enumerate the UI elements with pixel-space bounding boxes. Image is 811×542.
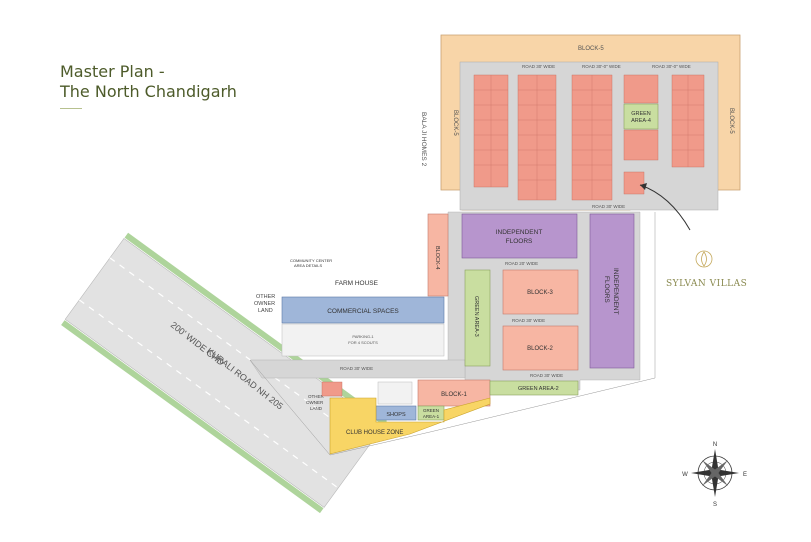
parking-label-a: PARKING-1 bbox=[352, 334, 374, 339]
commercial-spaces bbox=[281, 296, 445, 324]
block-3 bbox=[502, 269, 579, 315]
club-house-zone-label: CLUB HOUSE ZONE bbox=[346, 430, 403, 436]
page-title-line2: The North Chandigarh bbox=[60, 82, 237, 101]
block5-right-label: BLOCK-5 bbox=[728, 108, 734, 134]
green-area-1-label-a: GREEN bbox=[423, 408, 439, 413]
club-house-zone bbox=[329, 397, 491, 455]
road-20-label: ROAD 20' WIDE bbox=[505, 261, 538, 266]
parking bbox=[281, 323, 445, 357]
pointer-arrowhead bbox=[640, 183, 647, 190]
farm-house-label: FARM HOUSE bbox=[335, 280, 379, 287]
independent-floors-1-label-a: INDEPENDENT bbox=[496, 229, 543, 236]
community-center-label-a: COMMUNITY CENTER bbox=[290, 258, 332, 263]
community-center-label-b: AREA DETAILS bbox=[294, 263, 322, 268]
block-3-label: BLOCK-3 bbox=[527, 290, 553, 296]
compass-n: N bbox=[713, 442, 717, 448]
road-top-1: ROAD 30' WIDE bbox=[522, 64, 555, 69]
green-area-2 bbox=[489, 380, 579, 396]
road-bottom-villa: ROAD 30' WIDE bbox=[592, 204, 625, 209]
independent-floors-2 bbox=[589, 213, 635, 369]
plot-lines bbox=[474, 75, 704, 200]
other-owner-land-2-c: LAND bbox=[310, 406, 323, 411]
block-1-label: BLOCK-1 bbox=[441, 392, 467, 398]
green-area-1-label-b: AREA-1 bbox=[423, 414, 440, 419]
page-title: Master Plan - The North Chandigarh bbox=[60, 62, 237, 102]
small-block bbox=[321, 381, 343, 397]
green-area-3-label: GREEN AREA-3 bbox=[473, 296, 479, 337]
small-building bbox=[377, 381, 413, 405]
title-underline bbox=[60, 108, 82, 109]
other-owner-land-1-c: LAND bbox=[258, 308, 273, 314]
block-2-label: BLOCK-2 bbox=[527, 346, 553, 352]
green-area-2-label: GREEN AREA-2 bbox=[518, 386, 559, 392]
block-4-label: BLOCK-4 bbox=[434, 246, 440, 270]
road-top-2: ROAD 30'-0" WIDE bbox=[582, 64, 621, 69]
block5-top-label: BLOCK-5 bbox=[578, 46, 604, 52]
other-owner-land-1-a: OTHER bbox=[256, 294, 275, 300]
block5-left-label: BLOCK-5 bbox=[452, 110, 458, 136]
commercial-spaces-label: COMMERCIAL SPACES bbox=[327, 308, 399, 315]
balaji-homes-label: BALA JI HOMES 2 bbox=[420, 112, 427, 167]
other-owner-land-2-a: OTHER bbox=[308, 394, 325, 399]
green-area-4-label-b: AREA-4 bbox=[631, 118, 651, 124]
independent-floors-1-label-b: FLOORS bbox=[506, 238, 533, 245]
compass-w: W bbox=[682, 472, 688, 478]
other-owner-land-2-b: OWNER bbox=[306, 400, 324, 405]
green-area-4 bbox=[623, 103, 659, 130]
road-30-label: ROAD 30' WIDE bbox=[512, 318, 545, 323]
shops-label: SHOPS bbox=[386, 412, 406, 418]
green-area-3 bbox=[464, 269, 491, 367]
block-4 bbox=[427, 213, 449, 297]
independent-floors-2-label-b: FLOORS bbox=[603, 276, 610, 303]
parking-label-b: FOR 4 SCOUTS bbox=[348, 340, 378, 345]
site-boundary bbox=[249, 212, 656, 456]
independent-floors-1 bbox=[461, 213, 578, 259]
brand-name: SYLVAN VILLAS bbox=[666, 279, 748, 289]
road-west bbox=[249, 359, 466, 379]
other-owner-land-1-b: OWNER bbox=[254, 301, 275, 307]
compass-rose bbox=[691, 449, 739, 497]
compass-s: S bbox=[713, 502, 717, 508]
road-west-label: ROAD 30' WIDE bbox=[340, 366, 373, 371]
sylvan-villas-logo bbox=[695, 250, 713, 268]
independent-floors-2-label-a: INDEPENDENT bbox=[612, 268, 619, 315]
compass-e: E bbox=[743, 472, 747, 478]
green-area-4-label-a: GREEN bbox=[631, 111, 651, 117]
road-h-label: ROAD 30' WIDE bbox=[530, 373, 563, 378]
block-2 bbox=[502, 325, 579, 371]
page-title-line1: Master Plan - bbox=[60, 62, 165, 81]
road-top-3: ROAD 30'-0" WIDE bbox=[652, 64, 691, 69]
